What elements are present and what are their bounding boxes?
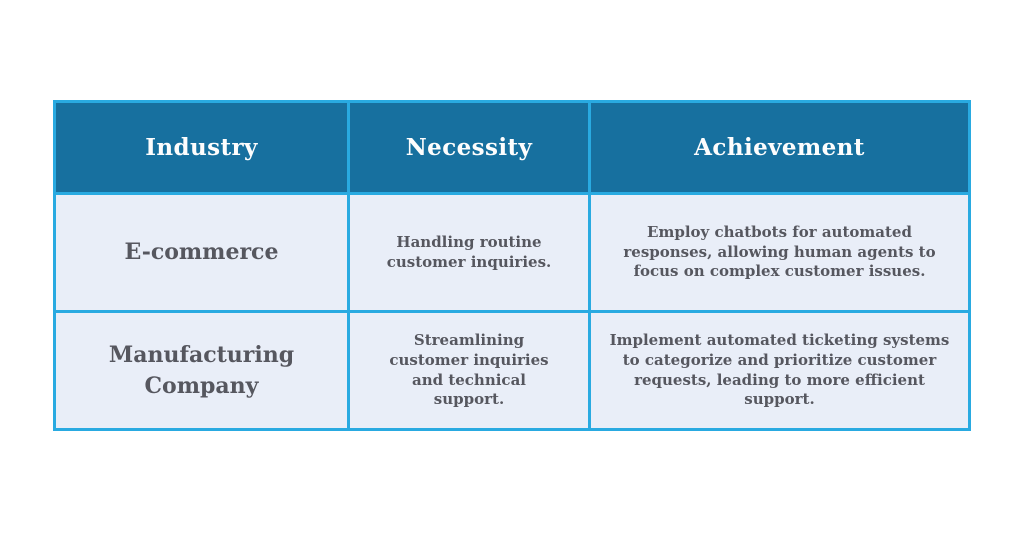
table-container: Industry Necessity Achievement E-commerc… (53, 100, 971, 431)
header-necessity: Necessity (347, 100, 591, 195)
table-header-row: Industry Necessity Achievement (53, 100, 971, 195)
cell-necessity: Streamlining customer inquiries and tech… (347, 310, 591, 431)
cell-industry: E-commerce (53, 192, 350, 313)
header-achievement: Achievement (588, 100, 971, 195)
cell-necessity: Handling routine customer inquiries. (347, 192, 591, 313)
header-industry: Industry (53, 100, 350, 195)
industry-necessity-achievement-table: Industry Necessity Achievement E-commerc… (53, 100, 971, 431)
cell-achievement: Implement automated ticketing systems to… (588, 310, 971, 431)
table-row: E-commerce Handling routine customer inq… (53, 192, 971, 313)
table-row: Manufacturing Company Streamlining custo… (53, 310, 971, 431)
cell-achievement: Employ chatbots for automated responses,… (588, 192, 971, 313)
cell-industry: Manufacturing Company (53, 310, 350, 431)
